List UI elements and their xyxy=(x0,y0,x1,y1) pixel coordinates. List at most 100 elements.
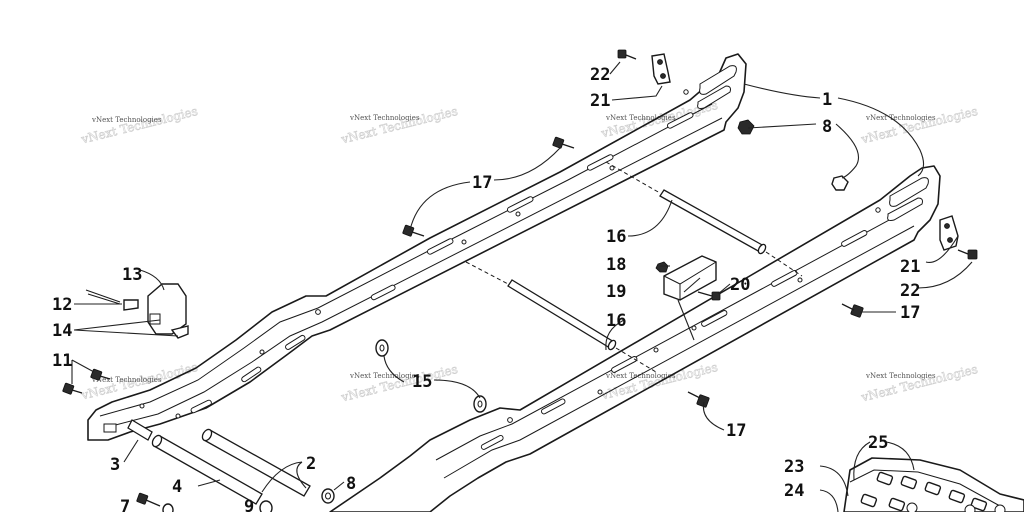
left-rail-hole xyxy=(683,89,689,95)
front-axle-upper xyxy=(201,428,311,497)
callout-25: 25 xyxy=(868,433,888,453)
screw-22-right xyxy=(957,249,978,260)
right-rail-hole xyxy=(875,207,881,213)
spacer-9 xyxy=(259,500,273,512)
left-rail-hole xyxy=(315,309,321,315)
callout-13: 13 xyxy=(122,265,142,285)
left-rail-rear-slot xyxy=(699,65,737,95)
left-rail-slot xyxy=(506,196,534,213)
callout-7: 7 xyxy=(120,497,130,512)
right-rail-hole xyxy=(797,277,803,283)
right-rail-slot xyxy=(841,230,868,247)
svg-text:vNext Technologies: vNext Technologies xyxy=(91,116,162,124)
washer-15-a xyxy=(375,339,389,357)
left-rail-slot xyxy=(586,154,614,171)
bracket-21-right xyxy=(939,215,959,251)
callout-labels: 1 2 3 4 7 8 8 9 11 12 13 14 15 16 16 17 … xyxy=(52,65,920,512)
right-rail-hole xyxy=(691,325,697,331)
callout-4: 4 xyxy=(172,477,182,497)
nut-8-lower xyxy=(321,488,335,504)
svg-text:vNext Technologies: vNext Technologies xyxy=(349,114,420,122)
left-slide-rail xyxy=(87,53,747,441)
left-rail-rear-slot-2 xyxy=(697,85,731,109)
callout-12: 12 xyxy=(52,295,72,315)
svg-text:vNext Technologies: vNext Technologies xyxy=(605,372,676,380)
callout-17-bottom: 17 xyxy=(726,421,746,441)
left-rail-hole xyxy=(139,403,145,409)
cross-shaft-upper xyxy=(605,161,803,277)
right-rail-outline xyxy=(329,165,941,512)
callout-19: 19 xyxy=(606,282,626,302)
nut-8-right xyxy=(831,175,849,191)
callout-9: 9 xyxy=(244,497,254,512)
watermark-layer: vNext Technologies vNext Technologies vN… xyxy=(79,98,980,405)
bolt-7 xyxy=(136,492,174,512)
callout-17-right: 17 xyxy=(900,303,920,323)
block-19 xyxy=(663,255,717,301)
callout-8-top: 8 xyxy=(822,117,832,137)
nut-18 xyxy=(655,261,669,273)
callout-23: 23 xyxy=(784,457,804,477)
pin-12 xyxy=(85,289,121,305)
left-rail-hole xyxy=(259,349,265,355)
screw-22-top xyxy=(617,49,637,60)
svg-text:vNext Technologies: vNext Technologies xyxy=(605,114,676,122)
callout-1: 1 xyxy=(822,90,832,110)
nut-8-top xyxy=(737,119,755,135)
svg-text:vNext Technologies: vNext Technologies xyxy=(859,362,979,405)
callout-11: 11 xyxy=(52,351,72,371)
clip-14 xyxy=(123,299,189,339)
right-slide-rail xyxy=(329,165,941,512)
watermark-8: vNext Technologies vNext Technologies xyxy=(859,362,980,405)
svg-text:vNext Technologies: vNext Technologies xyxy=(349,372,420,380)
callout-14: 14 xyxy=(52,321,72,341)
bolt-17-top xyxy=(552,136,575,149)
left-rail-hole xyxy=(175,413,181,419)
right-rail-slot xyxy=(540,398,566,415)
bracket-21-top xyxy=(651,53,671,85)
left-rail-slot xyxy=(426,238,454,255)
right-rail-slot xyxy=(771,270,798,287)
svg-text:vNext Technologies: vNext Technologies xyxy=(91,376,162,384)
svg-text:vNext Technologies: vNext Technologies xyxy=(865,372,936,380)
right-rail-slot xyxy=(611,356,638,373)
svg-text:vNext Technologies: vNext Technologies xyxy=(339,104,459,147)
left-rail-slot xyxy=(666,112,694,129)
callout-21-top: 21 xyxy=(590,91,610,111)
bolt-17-left xyxy=(402,224,425,237)
right-rail-rear-slot xyxy=(889,177,929,207)
right-rail-hole xyxy=(597,389,603,395)
leader-lines xyxy=(71,61,973,512)
callout-15: 15 xyxy=(412,372,432,392)
watermark-1: vNext Technologies vNext Technologies xyxy=(79,104,200,147)
right-rail-hole xyxy=(653,347,659,353)
callout-21-right: 21 xyxy=(900,257,920,277)
left-rail-hole xyxy=(515,211,521,217)
watermark-2: vNext Technologies vNext Technologies xyxy=(339,104,460,147)
callout-16-upper: 16 xyxy=(606,227,626,247)
callout-3: 3 xyxy=(110,455,120,475)
left-rail-slot xyxy=(190,399,212,414)
bolt-20 xyxy=(697,291,721,301)
stopper-13 xyxy=(147,283,187,335)
svg-text:vNext Technologies: vNext Technologies xyxy=(79,104,199,147)
right-rail-flange-line-2 xyxy=(443,225,915,479)
right-rail-slot xyxy=(480,434,504,450)
callout-20: 20 xyxy=(730,275,750,295)
callout-24: 24 xyxy=(784,481,804,501)
screw-11-a xyxy=(62,382,83,395)
callout-22-top: 22 xyxy=(590,65,610,85)
left-rail-hole xyxy=(461,239,467,245)
callout-8-bottom: 8 xyxy=(346,474,356,494)
bolt-17-lower xyxy=(687,391,710,408)
watermark-5: vNext Technologies vNext Technologies xyxy=(79,360,200,403)
callout-22-right: 22 xyxy=(900,281,920,301)
left-rail-slot xyxy=(370,284,396,301)
cross-shaft-lower xyxy=(465,261,657,373)
watermark-6: vNext Technologies vNext Technologies xyxy=(339,362,460,405)
right-rail-slot xyxy=(701,310,728,327)
track-assembly xyxy=(843,457,1024,512)
front-axle-lower xyxy=(127,419,263,505)
callout-2: 2 xyxy=(306,454,316,474)
